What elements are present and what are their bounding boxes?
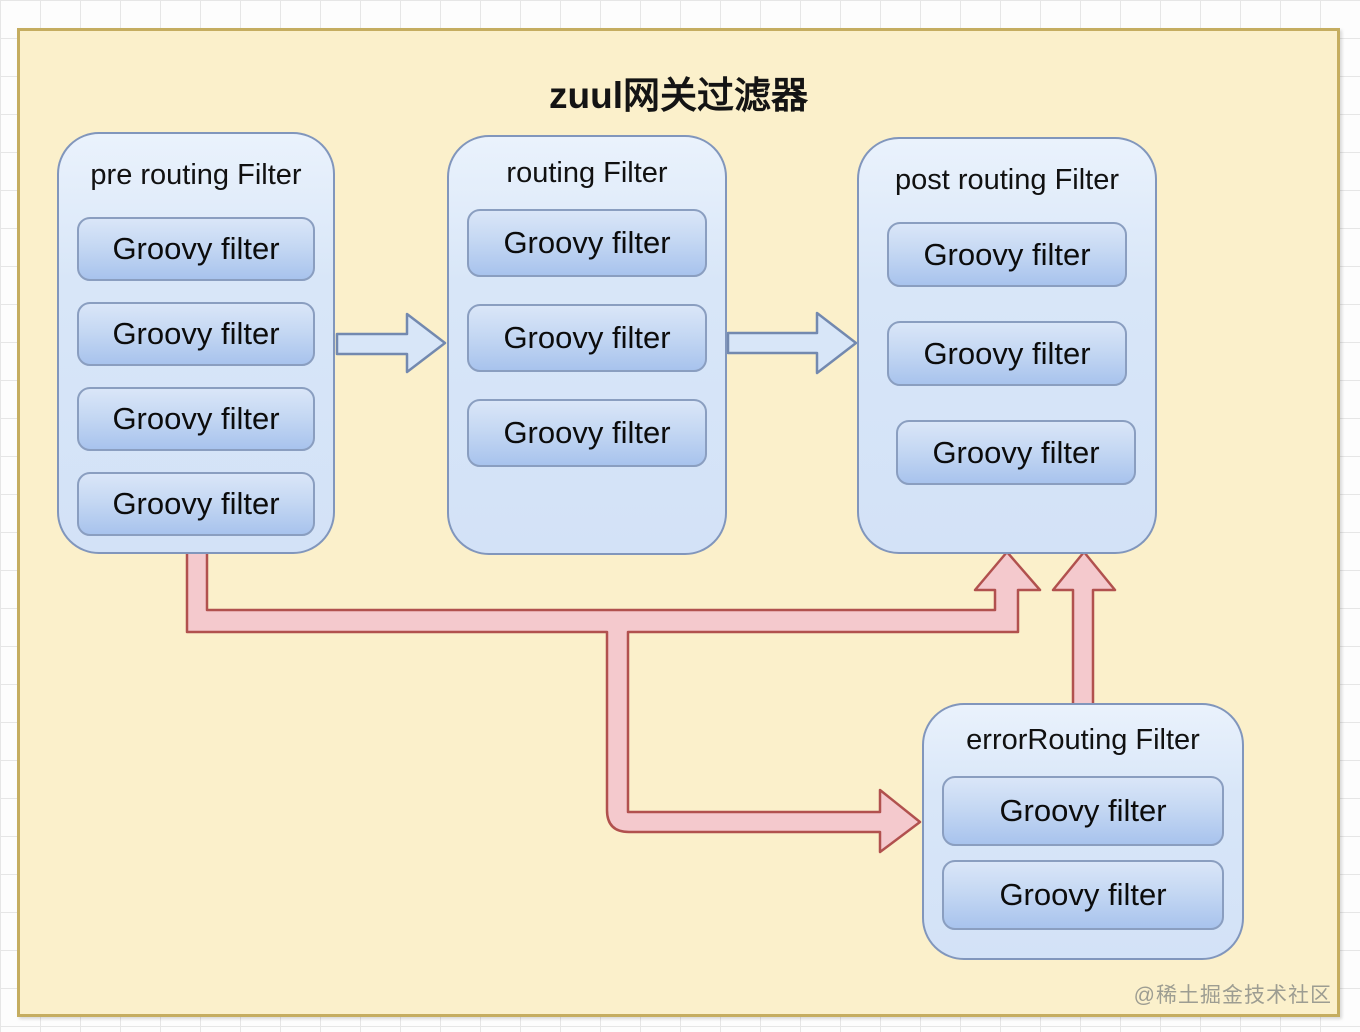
- error-path-pre-to-post-and-errorrouting: [185, 548, 1042, 854]
- groovy-filter-node: Groovy filter: [887, 222, 1127, 287]
- group-title: post routing Filter: [894, 164, 1120, 196]
- groovy-filter-node: Groovy filter: [942, 860, 1224, 930]
- diagram-title: zuul网关过滤器: [549, 75, 808, 116]
- groovy-filter-node: Groovy filter: [467, 209, 707, 277]
- groovy-filter-node: Groovy filter: [77, 302, 315, 366]
- groovy-filter-node: Groovy filter: [887, 321, 1127, 386]
- group-title: pre routing Filter: [90, 159, 302, 191]
- groovy-filter-node: Groovy filter: [77, 387, 315, 451]
- groovy-filter-node: Groovy filter: [467, 399, 707, 467]
- watermark-text: @稀土掘金技术社区: [1133, 984, 1332, 1007]
- error-arrow-errorrouting-to-post: [1051, 550, 1117, 710]
- groovy-filter-node: Groovy filter: [467, 304, 707, 372]
- group-title: routing Filter: [506, 156, 668, 189]
- group-title: errorRouting Filter: [966, 724, 1200, 756]
- groovy-filter-node: Groovy filter: [77, 472, 315, 536]
- flow-arrow-pre-to-routing: [335, 312, 447, 374]
- flow-arrow-routing-to-post: [726, 311, 858, 375]
- groovy-filter-node: Groovy filter: [942, 776, 1224, 846]
- groovy-filter-node: Groovy filter: [896, 420, 1136, 485]
- groovy-filter-node: Groovy filter: [77, 217, 315, 281]
